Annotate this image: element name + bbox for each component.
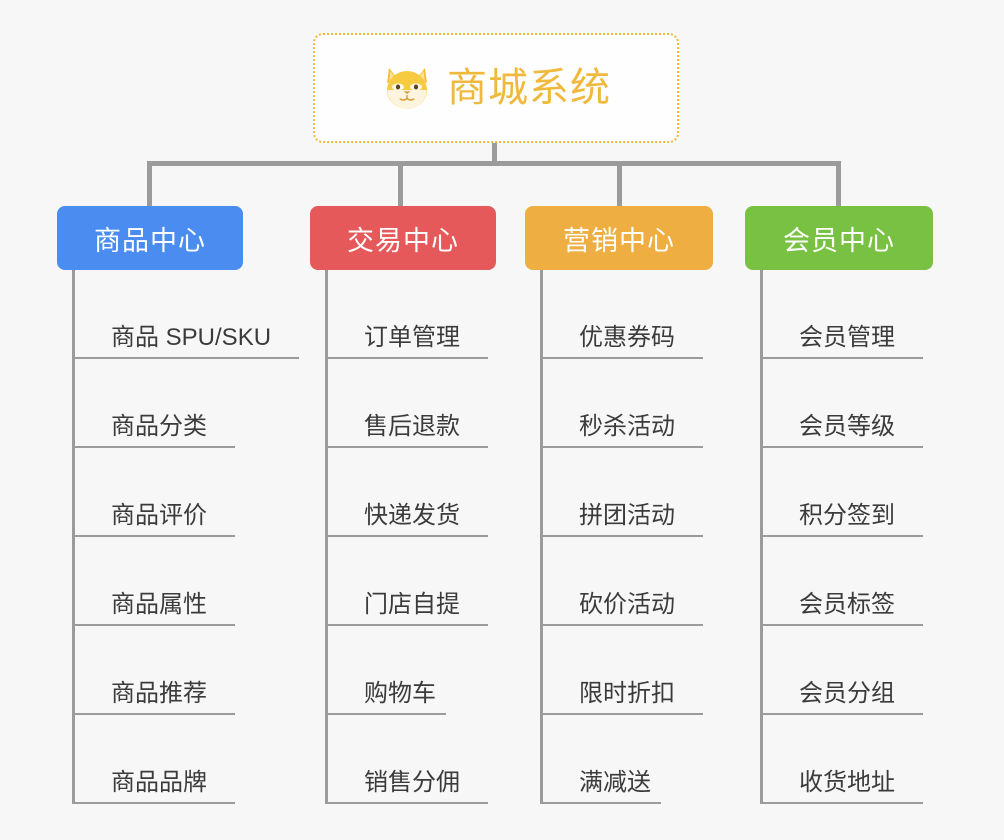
leaf-label: 拼团活动: [579, 502, 675, 529]
category-column-4: 会员中心 会员管理 会员等级 积分签到 会员标签: [745, 206, 935, 804]
leaf-label: 快递发货: [364, 502, 460, 529]
list-item[interactable]: 优惠券码: [543, 270, 715, 359]
leaf-label: 会员标签: [799, 591, 895, 618]
leaf-underline: 快递发货: [328, 495, 488, 537]
leaf-label: 砍价活动: [579, 591, 675, 618]
leaf-underline: 商品属性: [75, 584, 235, 626]
leaf-underline: 会员分组: [763, 673, 923, 715]
leaf-label: 商品推荐: [111, 680, 207, 707]
list-item[interactable]: 会员管理: [763, 270, 935, 359]
leaf-underline: 商品分类: [75, 406, 235, 448]
list-item[interactable]: 商品 SPU/SKU: [75, 270, 300, 359]
category-header-4[interactable]: 会员中心: [745, 206, 933, 270]
leaf-underline: 购物车: [328, 673, 446, 715]
list-item[interactable]: 秒杀活动: [543, 359, 715, 448]
category-header-3[interactable]: 营销中心: [525, 206, 713, 270]
leaf-label: 限时折扣: [579, 680, 675, 707]
leaf-label: 售后退款: [364, 413, 460, 440]
leaf-list-4: 会员管理 会员等级 积分签到 会员标签 会员分组: [760, 270, 935, 804]
leaf-label: 订单管理: [364, 324, 460, 351]
leaf-underline: 秒杀活动: [543, 406, 703, 448]
leaf-label: 收货地址: [799, 769, 895, 796]
list-item[interactable]: 销售分佣: [328, 715, 500, 804]
list-item[interactable]: 砍价活动: [543, 537, 715, 626]
leaf-underline: 积分签到: [763, 495, 923, 537]
list-item[interactable]: 会员分组: [763, 626, 935, 715]
leaf-underline: 商品推荐: [75, 673, 235, 715]
leaf-label: 优惠券码: [579, 324, 675, 351]
list-item[interactable]: 满减送: [543, 715, 715, 804]
leaf-underline: 收货地址: [763, 762, 923, 804]
leaf-underline: 优惠券码: [543, 317, 703, 359]
leaf-underline: 商品评价: [75, 495, 235, 537]
leaf-label: 商品分类: [111, 413, 207, 440]
category-header-label-2: 交易中心: [347, 225, 459, 256]
leaf-underline: 会员标签: [763, 584, 923, 626]
category-header-label-4: 会员中心: [783, 225, 895, 256]
list-item[interactable]: 商品属性: [75, 537, 247, 626]
leaf-label: 门店自提: [364, 591, 460, 618]
category-column-2: 交易中心 订单管理 售后退款 快递发货 门店自提: [310, 206, 500, 804]
leaf-label: 销售分佣: [364, 769, 460, 796]
list-item[interactable]: 限时折扣: [543, 626, 715, 715]
list-item[interactable]: 收货地址: [763, 715, 935, 804]
list-item[interactable]: 积分签到: [763, 448, 935, 537]
root-node[interactable]: 商城系统: [313, 33, 679, 143]
list-item[interactable]: 商品评价: [75, 448, 247, 537]
leaf-list-2: 订单管理 售后退款 快递发货 门店自提 购物车: [325, 270, 500, 804]
list-item[interactable]: 商品品牌: [75, 715, 247, 804]
category-header-2[interactable]: 交易中心: [310, 206, 496, 270]
leaf-underline: 满减送: [543, 762, 661, 804]
category-header-1[interactable]: 商品中心: [57, 206, 243, 270]
leaf-label: 秒杀活动: [579, 413, 675, 440]
leaf-label: 商品品牌: [111, 769, 207, 796]
connector-drop-4: [836, 161, 841, 206]
leaf-list-1: 商品 SPU/SKU 商品分类 商品评价 商品属性 商品推荐: [72, 270, 300, 804]
list-item[interactable]: 购物车: [328, 626, 500, 715]
category-column-3: 营销中心 优惠券码 秒杀活动 拼团活动 砍价活动: [525, 206, 715, 804]
leaf-underline: 商品 SPU/SKU: [75, 317, 300, 359]
connector-drop-2: [398, 161, 403, 206]
leaf-label: 会员等级: [799, 413, 895, 440]
list-item[interactable]: 会员等级: [763, 359, 935, 448]
leaf-label: 商品属性: [111, 591, 207, 618]
list-item[interactable]: 快递发货: [328, 448, 500, 537]
category-header-label-3: 营销中心: [563, 225, 675, 256]
list-item[interactable]: 会员标签: [763, 537, 935, 626]
leaf-label: 会员分组: [799, 680, 895, 707]
leaf-label: 商品 SPU/SKU: [111, 324, 272, 351]
leaf-underline: 销售分佣: [328, 762, 488, 804]
category-header-label-1: 商品中心: [94, 225, 206, 256]
connector-drop-1: [147, 161, 152, 206]
leaf-underline: 限时折扣: [543, 673, 703, 715]
connector-drop-3: [617, 161, 622, 206]
leaf-underline: 门店自提: [328, 584, 488, 626]
category-column-1: 商品中心 商品 SPU/SKU 商品分类 商品评价 商品属性: [57, 206, 300, 804]
leaf-label: 会员管理: [799, 324, 895, 351]
list-item[interactable]: 商品推荐: [75, 626, 247, 715]
leaf-underline: 商品品牌: [75, 762, 235, 804]
list-item[interactable]: 门店自提: [328, 537, 500, 626]
leaf-underline: 砍价活动: [543, 584, 703, 626]
list-item[interactable]: 订单管理: [328, 270, 500, 359]
leaf-underline: 订单管理: [328, 317, 488, 359]
connector-root-stem: [492, 143, 497, 166]
leaf-label: 商品评价: [111, 502, 207, 529]
leaf-underline: 会员管理: [763, 317, 923, 359]
list-item[interactable]: 售后退款: [328, 359, 500, 448]
list-item[interactable]: 拼团活动: [543, 448, 715, 537]
shiba-dog-icon: [381, 65, 433, 111]
leaf-underline: 售后退款: [328, 406, 488, 448]
connector-horizontal-bus: [147, 161, 841, 166]
leaf-underline: 会员等级: [763, 406, 923, 448]
leaf-label: 购物车: [364, 680, 436, 707]
leaf-label: 积分签到: [799, 502, 895, 529]
leaf-list-3: 优惠券码 秒杀活动 拼团活动 砍价活动 限时折扣: [540, 270, 715, 804]
root-title: 商城系统: [447, 66, 611, 110]
leaf-underline: 拼团活动: [543, 495, 703, 537]
leaf-label: 满减送: [579, 769, 651, 796]
list-item[interactable]: 商品分类: [75, 359, 247, 448]
